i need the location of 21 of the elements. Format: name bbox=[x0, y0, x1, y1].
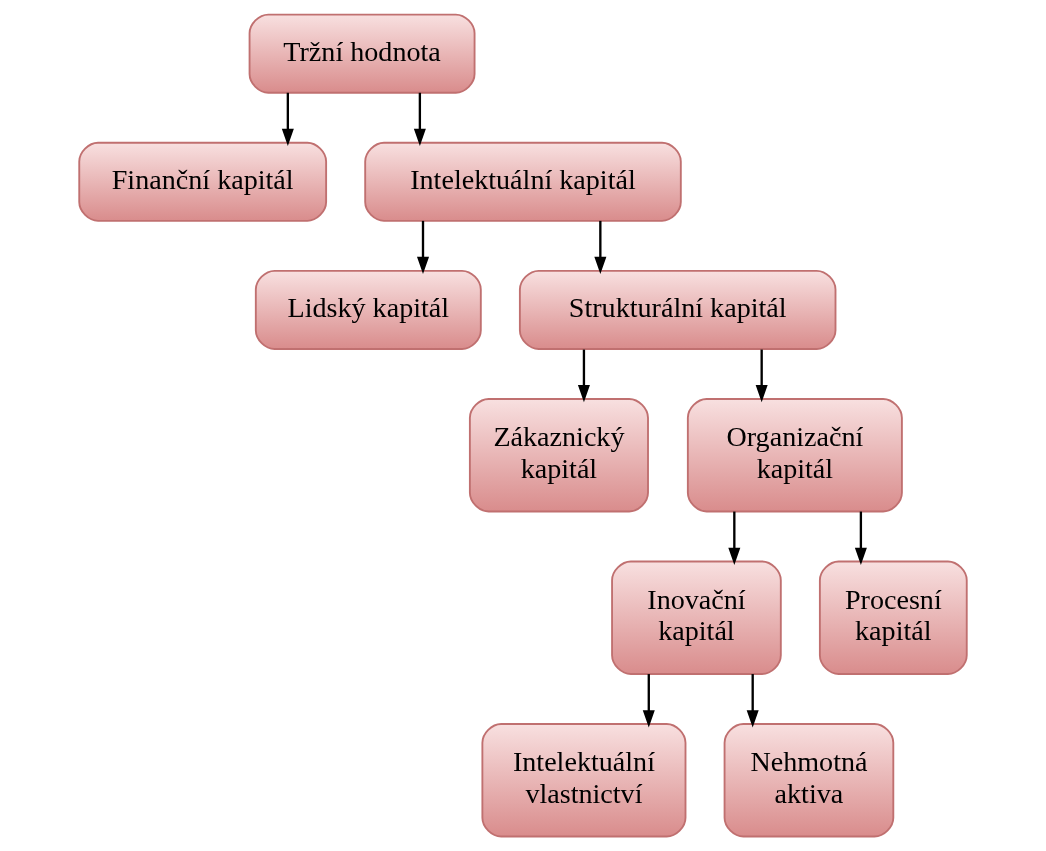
arrow bbox=[728, 511, 741, 565]
node-box: Intelektuální kapitál bbox=[364, 141, 682, 222]
arrow bbox=[854, 511, 867, 565]
arrow bbox=[746, 674, 759, 728]
node-box: Tržní hodnota bbox=[248, 13, 476, 94]
arrow bbox=[594, 220, 607, 275]
node-box: Intelektuální vlastnictví bbox=[481, 723, 687, 838]
node-box: Inovační kapitál bbox=[611, 560, 782, 675]
node-box: Nehmotná aktiva bbox=[723, 723, 895, 838]
node-box: Lidský kapitál bbox=[254, 269, 482, 350]
arrow bbox=[413, 92, 426, 146]
arrow bbox=[755, 349, 768, 403]
node-box: Strukturální kapitál bbox=[518, 269, 837, 350]
node-box: Finanční kapitál bbox=[78, 141, 328, 222]
node-box: Organizační kapitál bbox=[686, 398, 903, 513]
arrow bbox=[416, 220, 430, 275]
arrow bbox=[642, 674, 655, 728]
arrow bbox=[577, 349, 590, 403]
arrow bbox=[281, 92, 294, 146]
node-box: Procesní kapitál bbox=[818, 560, 968, 675]
node-box: Zákaznický kapitál bbox=[468, 398, 649, 513]
